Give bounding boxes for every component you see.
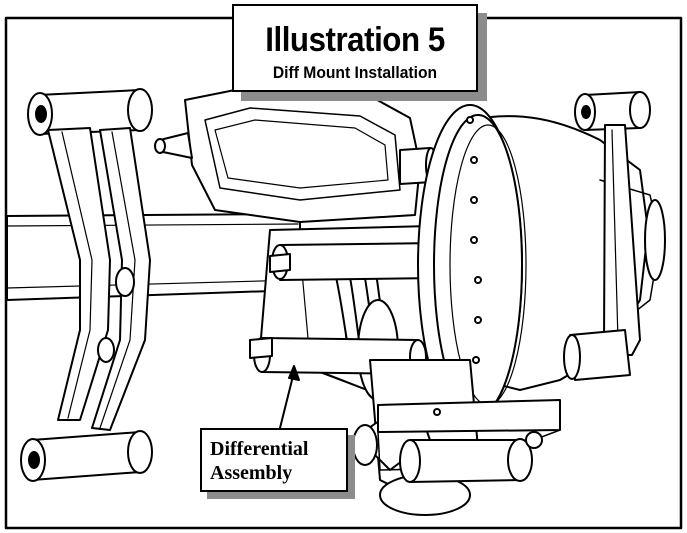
illustration-subtitle: Diff Mount Installation (272, 63, 438, 82)
title-box: Illustration 5 Diff Mount Installation (232, 4, 478, 92)
right-control-link (563, 91, 651, 381)
ring-gear-flange (417, 104, 527, 426)
axle-tube (6, 213, 301, 301)
differential-callout: Differential Assembly (200, 428, 348, 492)
lower-mount-bracket (377, 399, 561, 483)
upper-mount-cover (154, 85, 437, 223)
left-trailing-arm (20, 88, 153, 482)
illustration-title: Illustration 5 (265, 21, 445, 59)
callout-line-2: Assembly (210, 462, 293, 484)
callout-line-1: Differential (210, 438, 309, 460)
pinion-yoke (352, 359, 481, 516)
mount-bolts (249, 253, 291, 359)
callout-leader-arrow (279, 365, 300, 429)
